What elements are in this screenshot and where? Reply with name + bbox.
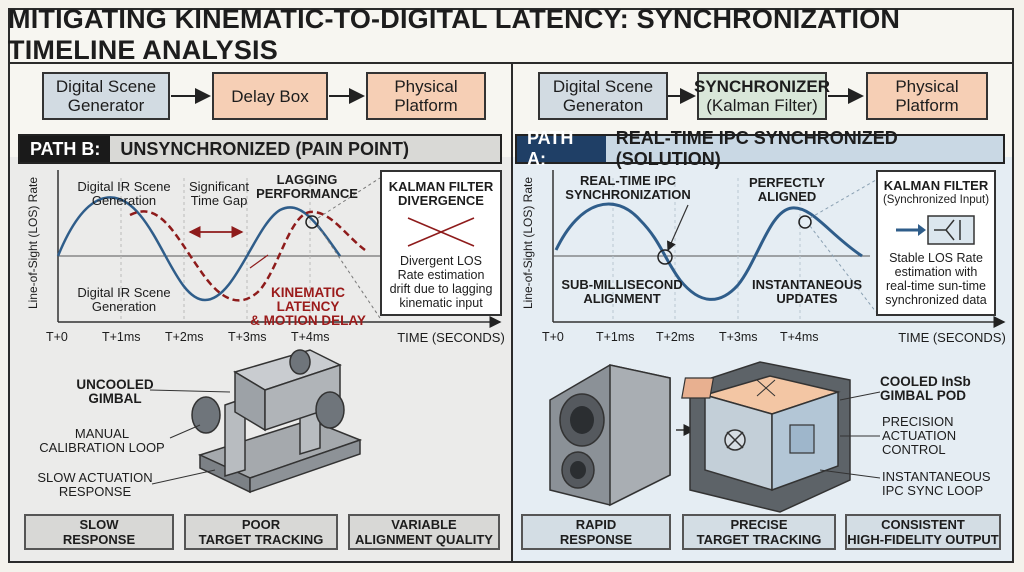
right-callout-title: KALMAN FILTER [883, 178, 989, 193]
left-flow-delay-box: Delay Box [212, 72, 328, 120]
right-label-submilli: SUB-MILLISECOND ALIGNMENT [561, 277, 683, 306]
right-hw-label-sync-loop: INSTANTANEOUS IPC SYNC LOOP [882, 469, 991, 498]
gimbal-knob-left [191, 396, 221, 434]
left-header-text: UNSYNCHRONIZED (PAIN POINT) [120, 138, 409, 159]
realtime-pointer [667, 204, 689, 252]
left-focus-circle [305, 215, 319, 229]
left-label-lagging: LAGGING PERFORMANCE [256, 172, 358, 201]
gimbal-knob-top [289, 349, 311, 375]
left-blue-curve [56, 196, 342, 302]
right-focus-circle-2 [798, 215, 812, 229]
left-footer-variable-alignment: VARIABLE ALIGNMENT QUALITY [348, 514, 500, 550]
left-tick-4: T+4ms [291, 330, 330, 344]
divergence-icon [407, 217, 475, 247]
right-callout-lines [809, 179, 877, 313]
right-hw-title: COOLED InSb GIMBAL POD [880, 374, 971, 403]
right-label-aligned: PERFECTLY ALIGNED [748, 175, 826, 204]
left-callout-title: KALMAN FILTER DIVERGENCE [388, 179, 494, 208]
latency-pointer [249, 254, 269, 269]
left-label-ir-top: Digital IR Scene Generation [77, 179, 171, 208]
left-tick-2: T+2ms [165, 330, 204, 344]
left-callout: KALMAN FILTER DIVERGENCE Divergent LOS R… [380, 170, 502, 316]
gimbal-knob-right [315, 391, 345, 429]
left-tick-0: T+0 [46, 330, 68, 344]
left-hw-label-calibration: MANUAL CALIBRATION LOOP [39, 426, 165, 455]
right-hw-label-precision: PRECISION ACTUATION CONTROL [882, 414, 957, 457]
right-footer-consistent-output: CONSISTENT HIGH-FIDELITY OUTPUT [845, 514, 1001, 550]
left-tick-3: T+3ms [228, 330, 267, 344]
pod-fan [724, 429, 746, 451]
right-focus-circle-1 [657, 249, 673, 265]
left-flow-physical-platform: Physical Platform [366, 72, 486, 120]
left-hw-title: UNCOOLED GIMBAL [76, 377, 154, 406]
kalman-filter-icon [896, 215, 975, 245]
right-callout-text: Stable LOS Rate estimation with real-tim… [885, 251, 987, 307]
right-tick-3: T+3ms [719, 330, 758, 344]
right-label-instant: INSTANTANEOUS UPDATES [752, 277, 863, 306]
right-tick-2: T+2ms [656, 330, 695, 344]
left-flow-scene-generator: Digital Scene Generator [42, 72, 170, 120]
right-flow-synchronizer: SYNCHRONIZER (Kalman Filter) [694, 72, 831, 120]
right-label-realtime: REAL-TIME IPC SYNCHRONIZATION [565, 173, 691, 202]
right-footer-rapid-response: RAPID RESPONSE [521, 514, 671, 550]
right-tick-0: T+0 [542, 330, 564, 344]
left-label-ir-bottom: Digital IR Scene Generation [77, 285, 171, 314]
left-callout-text: Divergent LOS Rate estimation drift due … [389, 254, 493, 310]
left-tick-1: T+1ms [102, 330, 141, 344]
left-header: PATH B: UNSYNCHRONIZED (PAIN POINT) [18, 134, 502, 164]
right-tick-4: T+4ms [780, 330, 819, 344]
right-blue-curve [554, 202, 863, 301]
left-callout-lines [317, 177, 381, 319]
left-footer-slow-response: SLOW RESPONSE [24, 514, 174, 550]
right-tick-1: T+1ms [596, 330, 635, 344]
right-callout: KALMAN FILTER (Synchronized Input) Stabl… [876, 170, 996, 316]
right-footer-precise-tracking: PRECISE TARGET TRACKING [682, 514, 836, 550]
synchronizer-label: SYNCHRONIZER [694, 77, 831, 96]
left-red-curve [129, 210, 366, 302]
left-footer-poor-tracking: POOR TARGET TRACKING [184, 514, 338, 550]
pod-detector [681, 377, 715, 399]
left-header-tag: PATH B: [20, 136, 111, 162]
right-header-text: REAL-TIME IPC SYNCHRONIZED (SOLUTION) [615, 128, 898, 169]
right-flow-physical-platform: Physical Platform [866, 72, 988, 120]
right-x-axis-label: TIME (SECONDS) [898, 330, 1006, 345]
right-callout-sub: (Synchronized Input) [882, 194, 990, 206]
left-hw-label-actuation: SLOW ACTUATION RESPONSE [37, 470, 153, 499]
pod-sync-module [789, 424, 815, 454]
left-x-axis-label: TIME (SECONDS) [397, 330, 505, 345]
center-divider [511, 62, 513, 562]
synchronizer-sub: (Kalman Filter) [706, 96, 818, 115]
left-label-gap: Significant Time Gap [189, 179, 249, 208]
right-flow-scene-generator: Digital Scene Generaton [538, 72, 668, 120]
left-label-latency: KINEMATIC LATENCY & MOTION DELAY [250, 285, 366, 328]
